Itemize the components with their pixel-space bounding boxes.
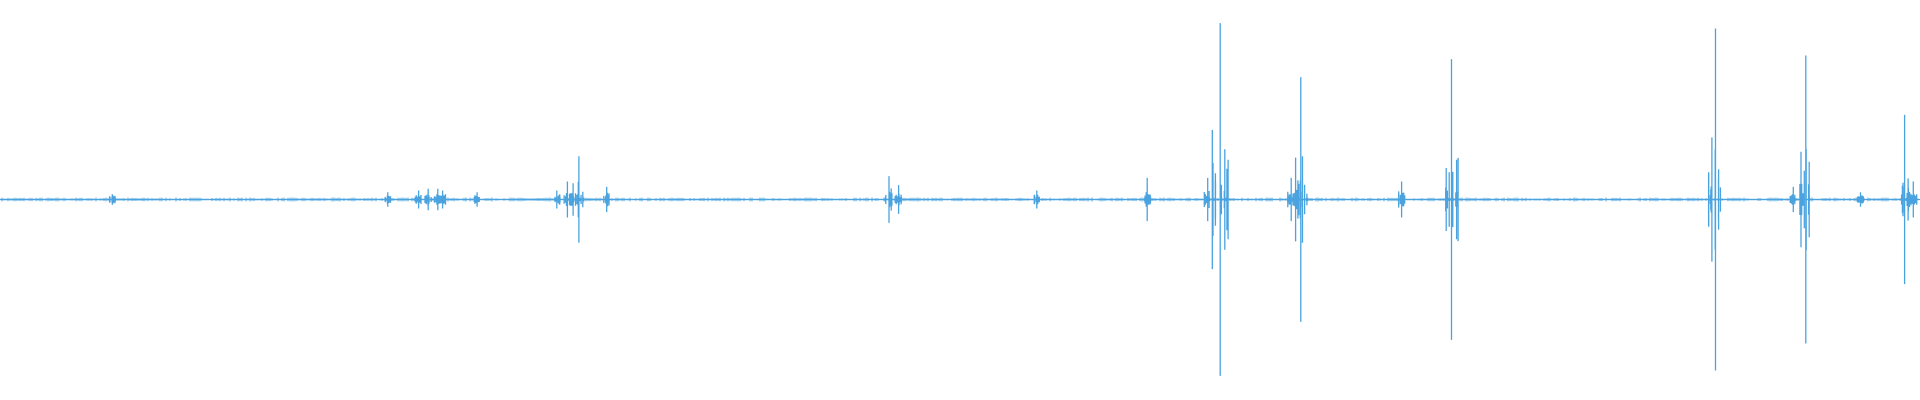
waveform-peak-path [384, 192, 392, 207]
waveform-peak-path [1789, 186, 1796, 213]
waveform-peak-path [554, 190, 561, 209]
waveform-peak-path [473, 192, 480, 207]
waveform-peak-path [1707, 28, 1722, 371]
waveform-peak [603, 186, 610, 213]
waveform-peak [1909, 181, 1918, 218]
waveform-peak-path [1211, 23, 1229, 376]
waveform-peak-path [1033, 190, 1040, 209]
waveform-peak [424, 188, 432, 211]
waveform-peak-path [884, 176, 893, 223]
waveform-peak-path [1287, 177, 1295, 222]
waveform-peak-path [563, 181, 572, 218]
waveform-peak [894, 185, 902, 214]
waveform-peak [1856, 192, 1865, 207]
waveform-peak [554, 190, 561, 209]
waveform-peak [108, 194, 116, 205]
waveform-peak-path [439, 190, 447, 209]
waveform-peak-path [1909, 181, 1918, 218]
waveform-peak [473, 192, 480, 207]
waveform-peak [884, 176, 893, 223]
waveform-peak-path [1799, 55, 1810, 344]
waveform-peak-path [1398, 181, 1406, 218]
waveform-peak-path [1900, 114, 1911, 285]
waveform-peak [1287, 177, 1295, 222]
waveform-peak [414, 190, 422, 209]
waveform-peak-path [574, 156, 584, 243]
waveform-peak [574, 156, 584, 243]
waveform-peak-path [603, 186, 610, 213]
waveform-peak [384, 192, 392, 207]
waveform-peak-path [894, 185, 902, 214]
waveform-peak [439, 190, 447, 209]
waveform-peak [1799, 55, 1810, 344]
waveform-peak [1398, 181, 1406, 218]
waveform-peak-path [1294, 77, 1308, 322]
waveform-peak [1707, 28, 1722, 371]
waveform-peak-path [424, 188, 432, 211]
waveform-peak-path [1856, 192, 1865, 207]
waveform-peak [569, 183, 575, 216]
waveform-peak [1294, 77, 1308, 322]
waveform-peak-path [414, 190, 422, 209]
waveform-peak [1203, 177, 1210, 222]
waveform-peak [1033, 190, 1040, 209]
waveform-peak-path [1144, 177, 1152, 222]
waveform-peak-path [569, 183, 575, 216]
waveform-peak-path [1203, 177, 1210, 222]
waveform-peak-path [108, 194, 116, 205]
waveform-peak-path [1445, 59, 1459, 340]
waveform-peak [1445, 59, 1459, 340]
waveform-peak [1789, 186, 1796, 213]
waveform-peak [563, 181, 572, 218]
waveform-peak [1211, 23, 1229, 376]
waveform-peaks [108, 23, 1918, 376]
waveform-peak [1900, 114, 1911, 285]
waveform-peak [1144, 177, 1152, 222]
